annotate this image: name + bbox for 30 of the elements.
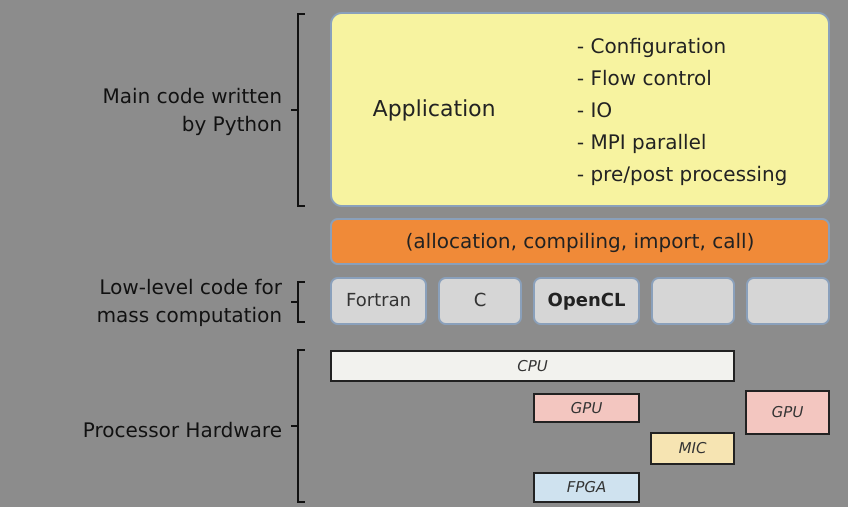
application-box xyxy=(330,12,830,207)
node-label: OpenCL xyxy=(548,290,626,312)
language-box xyxy=(533,277,640,325)
processor-box xyxy=(745,390,830,435)
processor-box xyxy=(330,350,735,382)
node-label: C xyxy=(474,290,486,312)
language-box xyxy=(438,277,522,325)
node-label: CPU xyxy=(517,356,548,376)
layer-label: Low-level code for mass computation xyxy=(96,274,282,329)
list-item: - Configuration xyxy=(576,32,728,60)
list-item: - IO xyxy=(576,96,614,124)
list-item: - Flow control xyxy=(576,64,713,92)
layer-label: Processor Hardware xyxy=(82,417,282,444)
language-box xyxy=(746,277,830,325)
list-item: - MPI parallel xyxy=(576,128,708,156)
processor-box xyxy=(650,432,735,465)
node-label: GPU xyxy=(772,403,804,422)
node-label: (allocation, compiling, import, call) xyxy=(406,229,754,254)
node-label: MIC xyxy=(678,439,706,458)
node-label: GPU xyxy=(570,398,602,418)
processor-box xyxy=(533,393,640,423)
layer-label: Main code written by Python xyxy=(102,83,282,138)
node-label: Fortran xyxy=(346,290,412,312)
language-box xyxy=(651,277,735,325)
processor-box xyxy=(533,472,640,503)
list-item: - pre/post processing xyxy=(576,160,788,188)
node-label: FPGA xyxy=(566,478,606,497)
language-box xyxy=(330,277,427,325)
node-title: Application xyxy=(372,96,496,124)
interface-bar xyxy=(330,218,830,265)
